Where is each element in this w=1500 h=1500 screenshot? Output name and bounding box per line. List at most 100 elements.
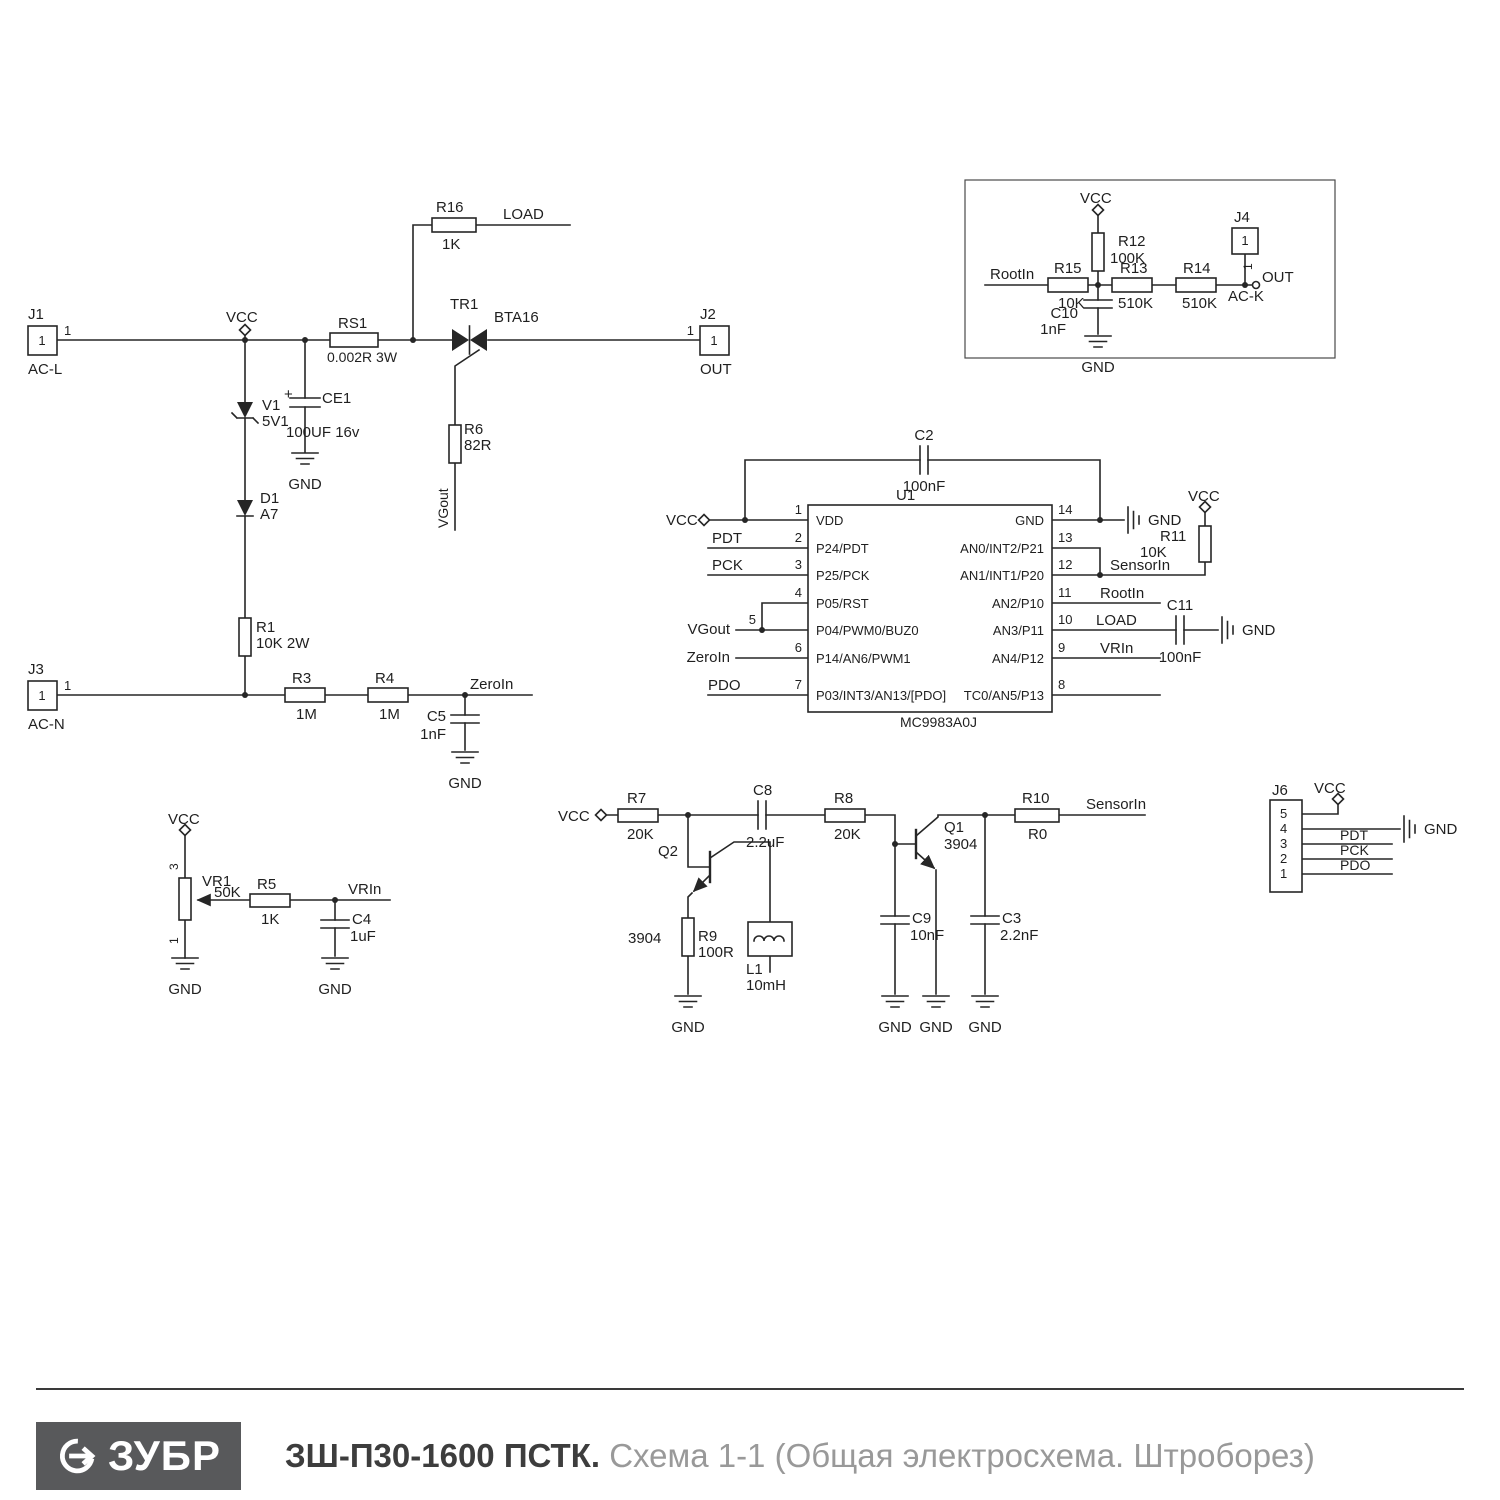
triac-tr1: TR1 BTA16 [450,296,539,355]
c11-value: 100nF [1159,649,1202,666]
v1-value: 5V1 [262,413,289,430]
r3-value: 1M [296,706,317,723]
u1-left-pins: 1 2 3 4 5 6 7 VDD P24/PDT P25/PCK P05/RS… [749,502,946,703]
vr1-pin-top: 3 [167,863,181,870]
net-label-rootin: RootIn [1100,585,1144,602]
j2-pin: 1 [687,323,694,338]
c5-value: 1nF [420,726,446,743]
resistor-rs1: RS1 0.002R 3W [327,315,398,365]
c3-ref: C3 [1002,910,1021,927]
pot-section: VCC 3 1 VR1 50K R5 1K VRIn C4 1uF GND GN… [167,811,391,998]
footer: ЗУБР ЗШ-П30-1600 ПСТК. Схема 1-1 (Общая … [0,1388,1500,1490]
u1-pin-num: 12 [1058,557,1072,572]
j4-ref: J4 [1234,209,1250,226]
net-label-gnd: GND [168,981,202,998]
vcc-node-main: VCC [226,309,258,337]
resistor-r12: R12 100K [1091,232,1146,272]
u1-pin-name: GND [1015,513,1044,528]
u1-pin-name: P03/INT3/AN13/[PDO] [816,688,946,703]
q2-ref: Q2 [658,843,678,860]
wires-mcu [707,459,1219,696]
j6-pin: 4 [1280,821,1287,836]
j6-pin: 5 [1280,806,1287,821]
j2-ref: J2 [700,306,716,323]
brand-name: ЗУБР [107,1432,222,1479]
c3-value: 2.2nF [1000,927,1038,944]
resistor-r3: R3 1M [284,670,326,723]
connector-j4: J4 1 1 OUT AC-K [1228,209,1294,305]
net-label-vrin: VRIn [1100,640,1133,657]
net-label-vcc: VCC [1314,780,1346,797]
connector-j6: J6 5 4 3 2 1 [1269,782,1303,893]
resistor-r6: R6 82R VGout [435,421,492,528]
connector-j1: J1 1 1 AC-L [27,306,71,378]
transistor-q2: Q2 3904 [628,843,712,947]
net-label-gnd: GND [878,1019,912,1036]
rs1-value: 0.002R 3W [327,349,398,365]
resistor-r10: R10 R0 [1014,790,1060,843]
tr1-value: BTA16 [494,309,539,326]
resistor-r11: R11 10K [1140,525,1212,563]
net-label-load: LOAD [503,206,544,223]
u1-pin-num: 6 [795,640,802,655]
r10-value: R0 [1028,826,1047,843]
r15-value: 10K [1058,295,1085,312]
j6-pin: 2 [1280,851,1287,866]
r7-ref: R7 [627,790,646,807]
u1-pin-num: 13 [1058,530,1072,545]
net-label-load: LOAD [1096,612,1137,629]
net-label-gnd: GND [968,1019,1002,1036]
c9-value: 10nF [910,927,944,944]
u1-pin-name: AN2/P10 [992,596,1044,611]
j4-pin: 1 [1241,263,1255,270]
j2-pin-inner: 1 [710,333,717,348]
j1-pin: 1 [64,323,71,338]
net-label-vrin: VRIn [348,881,381,898]
c2-value: 100nF [903,478,946,495]
j2-net: OUT [700,361,732,378]
r16-value: 1K [442,236,460,253]
r5-ref: R5 [257,876,276,893]
resistor-r5: R5 1K [249,876,291,928]
wires-amp [606,814,1146,995]
u1-pin-num: 8 [1058,677,1065,692]
resistor-r15: R15 10K [1047,260,1089,312]
c9-ref: C9 [912,910,931,927]
net-label-vcc: VCC [666,512,698,529]
c5-ref: C5 [427,708,446,725]
net-label-pdt: PDT [712,530,742,547]
sensor-amp-section: VCC R7 20K C8 2.2uF R8 20K Q2 3904 R9 10… [558,782,1146,1036]
q1-ref: Q1 [944,819,964,836]
u1-pin-name: AN3/P11 [993,623,1044,638]
c4-ref: C4 [352,911,371,928]
net-label-gnd: GND [671,1019,705,1036]
c10-ref: C10 [1050,305,1078,322]
r11-ref: R11 [1160,528,1186,545]
brand-arrow-icon [59,1438,96,1474]
net-label-gnd: GND [1081,359,1115,376]
r5-value: 1K [261,911,279,928]
u1-part: MC9983A0J [900,714,977,730]
j1-pin-inner: 1 [38,333,45,348]
r9-value: 100R [698,944,734,961]
r12-value: 100K [1110,250,1145,267]
wires-power [56,224,701,751]
r14-ref: R14 [1183,260,1211,277]
capacitor-c3: C3 2.2nF GND [968,910,1038,1036]
j6-ref: J6 [1272,782,1288,799]
net-label-rootin: RootIn [990,266,1034,283]
potentiometer-vr1: VR1 50K [178,873,251,921]
d1-value: A7 [260,506,278,523]
j6-pin: 1 [1280,866,1287,881]
c8-value: 2.2uF [746,834,784,851]
net-label-gnd: GND [448,775,482,792]
net-label-vgout: VGout [435,488,451,528]
connector-j3: J3 1 1 AC-N [27,661,71,733]
connector-j2: J2 1 1 OUT [687,306,732,378]
u1-pin-name: VDD [816,513,843,528]
u1-pin-num: 4 [795,585,802,600]
wires-pot [184,834,391,959]
ce1-ref: CE1 [322,390,351,407]
j6-pin: 3 [1280,836,1287,851]
j1-ref: J1 [28,306,44,323]
